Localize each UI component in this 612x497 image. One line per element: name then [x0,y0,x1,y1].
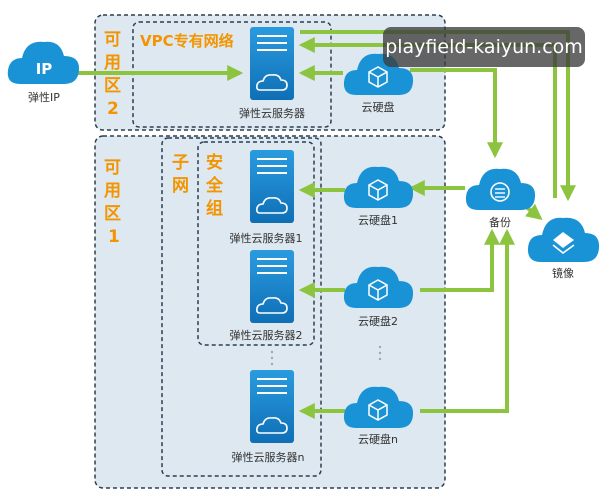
cloud-disk-icon [343,166,414,208]
cloud-disk-icon [343,266,414,308]
cloud-disk-icon [343,386,414,428]
disk-node-n: 云硬盘n [343,386,414,446]
zone2-label-char: 2 [107,99,119,119]
cloud-icon [7,41,80,84]
zone1-label-char: 用 [104,181,121,201]
subnet-label-char: 网 [172,176,189,196]
disk-node-1: 云硬盘1 [343,166,414,227]
backup-node: 备份 [465,168,536,229]
ip-caption: 弹性IP [28,90,60,104]
server-node-2: 弹性云服务器2 [230,250,303,342]
arrow-disk2-to-backup [420,228,500,292]
ip-label: IP [36,60,53,78]
subnet-label-char: 子 [172,153,189,173]
ellipsis-disks [378,345,382,361]
subnet-container [161,137,322,477]
server-2-label: 弹性云服务器2 [230,328,303,342]
server-top-label: 弹性云服务器 [239,106,305,120]
security-group-label-char: 安 [206,152,223,173]
zone1-label-char: 1 [108,227,120,247]
watermark-banner: playfield-kaiyun.com [383,27,585,67]
security-group-container [197,141,315,346]
image-label: 镜像 [552,266,574,280]
zone1-label-char: 可 [104,158,121,178]
disk-2-label: 云硬盘2 [358,314,398,328]
elastic-ip-node: IP 弹性IP [7,41,80,104]
disk-n-label: 云硬盘n [358,432,398,446]
security-group-label-char: 全 [205,175,224,196]
backup-label: 备份 [489,215,511,229]
security-group-label-char: 组 [206,198,223,219]
disk-node-2: 云硬盘2 [343,266,414,328]
server-node-top: 弹性云服务器 [239,27,305,120]
disk-top-label: 云硬盘 [362,100,395,114]
zone1-label-char: 区 [104,204,121,224]
ellipsis-servers [270,350,274,366]
zone2-label-char: 用 [104,53,121,73]
zone2-label-char: 区 [104,76,121,96]
zone2-label-char: 可 [104,30,121,50]
server-node-1: 弹性云服务器1 [230,150,303,245]
arrow-diskn-to-backup [420,228,515,413]
server-n-label: 弹性云服务器n [232,450,305,464]
server-1-label: 弹性云服务器1 [230,231,303,245]
vpc-label: VPC专有网络 [140,32,234,50]
server-node-n: 弹性云服务器n [232,370,305,464]
arrow-disk-to-backup [410,68,503,159]
image-node: 镜像 [527,217,600,280]
disk-1-label: 云硬盘1 [358,213,398,227]
